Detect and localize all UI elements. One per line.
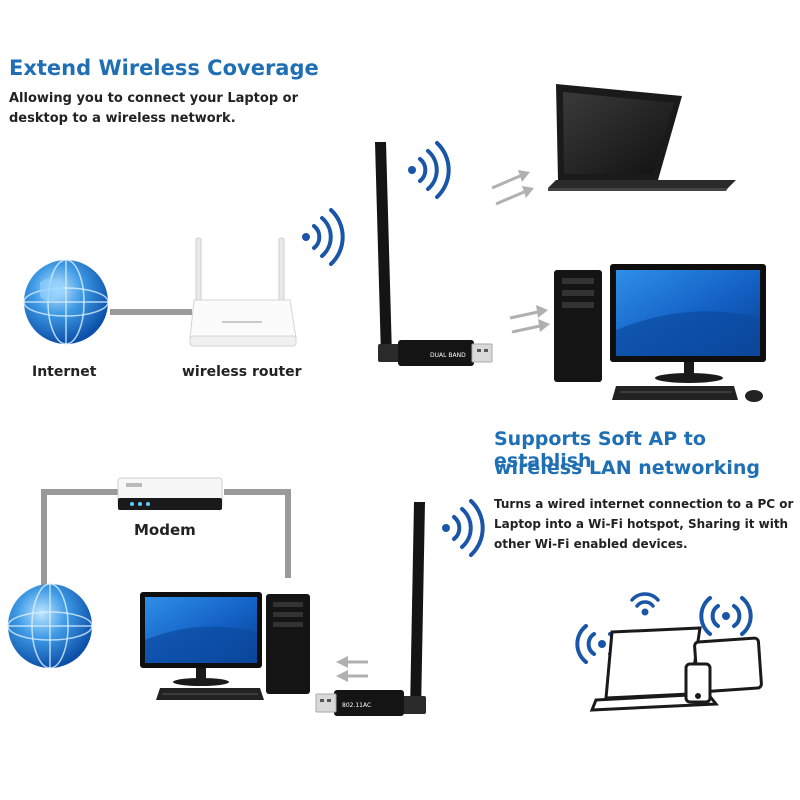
top-description-line2: desktop to a wireless network. — [9, 111, 236, 126]
bottom-heading-line1: Supports Soft AP to establish — [494, 428, 706, 472]
usb-adapter-icon: DUAL BAND — [375, 142, 493, 366]
globe-icon — [7, 583, 93, 669]
wifi-signal-icon — [630, 592, 660, 616]
bottom-description-line1: Turns a wired internet connection to a P… — [494, 497, 794, 511]
bottom-adapter-text: 802.11AC — [342, 702, 371, 709]
router-icon — [189, 237, 297, 347]
bottom-description-line3: other Wi-Fi enabled devices. — [494, 537, 688, 551]
router-label: wireless router — [182, 364, 302, 380]
phone-icon — [684, 662, 712, 704]
bottom-heading-line2: wireless LAN networking — [494, 457, 761, 479]
bottom-description-line2: Laptop into a Wi-Fi hotspot, Sharing it … — [494, 517, 789, 531]
top-heading: Extend Wireless Coverage — [9, 56, 319, 80]
arrow-icon — [491, 170, 534, 206]
wifi-signal-icon — [442, 499, 485, 557]
wifi-signal-icon — [699, 596, 753, 636]
internet-cable — [110, 309, 192, 315]
wifi-signal-icon — [408, 141, 451, 199]
arrow-icon — [336, 656, 368, 682]
globe-icon — [23, 259, 109, 345]
modem-cable — [41, 489, 291, 592]
top-description-line1: Allowing you to connect your Laptop or — [9, 91, 299, 106]
internet-label: Internet — [32, 364, 97, 380]
usb-adapter-icon: 802.11AC — [315, 502, 426, 716]
arrow-icon — [509, 305, 550, 334]
modem-icon — [117, 477, 223, 510]
desktop-pc-icon — [140, 592, 310, 700]
top-adapter-text: DUAL BAND — [430, 352, 466, 359]
modem-label: Modem — [134, 521, 196, 539]
desktop-pc-icon — [554, 264, 766, 402]
wifi-signal-icon — [302, 208, 345, 266]
laptop-icon — [548, 84, 736, 191]
